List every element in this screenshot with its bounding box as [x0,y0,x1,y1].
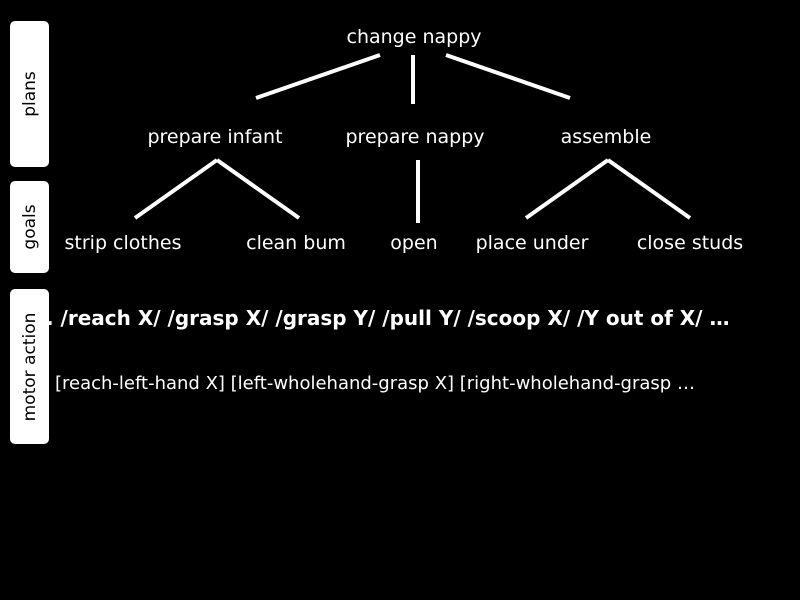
node-change-nappy: change nappy [346,26,482,48]
motor-action-specific-sequence: [reach-left-hand X] [left-wholehand-gras… [55,373,695,394]
node-close-studs: close studs [636,232,744,254]
edge-prepare-infant-strip-clothes [133,158,219,220]
level-label-plans: plans [10,21,49,167]
edge-root-prepare-infant [255,53,381,100]
node-strip-clothes: strip clothes [64,232,182,254]
motor-action-abstract-sequence: . /reach X/ /grasp X/ /grasp Y/ /pull Y/… [46,306,730,330]
level-label-goals: goals [10,181,49,273]
edge-root-assemble [445,53,571,100]
node-clean-bum: clean bum [246,232,346,254]
node-place-under: place under [475,232,589,254]
node-open: open [390,232,438,254]
edge-prepare-infant-clean-bum [215,158,301,220]
level-label-motor-action: motor action [10,289,49,444]
node-prepare-nappy: prepare nappy [345,126,485,148]
edge-assemble-place-under [524,158,610,220]
edge-assemble-close-studs [606,158,692,220]
node-prepare-infant: prepare infant [147,126,283,148]
node-assemble: assemble [560,126,652,148]
